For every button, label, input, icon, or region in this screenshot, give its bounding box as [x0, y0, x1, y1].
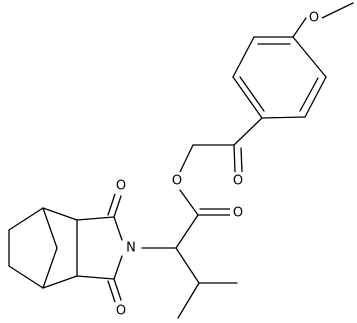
bond-lines — [8, 2, 354, 319]
svg-text:O: O — [116, 179, 126, 194]
atom-o-ester-double: O — [230, 204, 245, 221]
atom-o-imide-bottom: O — [114, 302, 129, 319]
svg-text:O: O — [233, 174, 243, 189]
svg-text:N: N — [126, 241, 136, 256]
atom-o-imide-top: O — [114, 177, 129, 194]
atom-n-imide: N — [123, 239, 139, 256]
atom-o-ketone: O — [231, 172, 246, 189]
atom-o-methoxy: O — [307, 9, 322, 26]
svg-text:O: O — [233, 206, 243, 221]
svg-text:O: O — [309, 11, 319, 26]
atom-o-ester-single: O — [170, 172, 185, 189]
atom-labels: O O O O N O O — [114, 9, 322, 319]
svg-text:O: O — [116, 304, 126, 319]
svg-text:O: O — [172, 174, 182, 189]
